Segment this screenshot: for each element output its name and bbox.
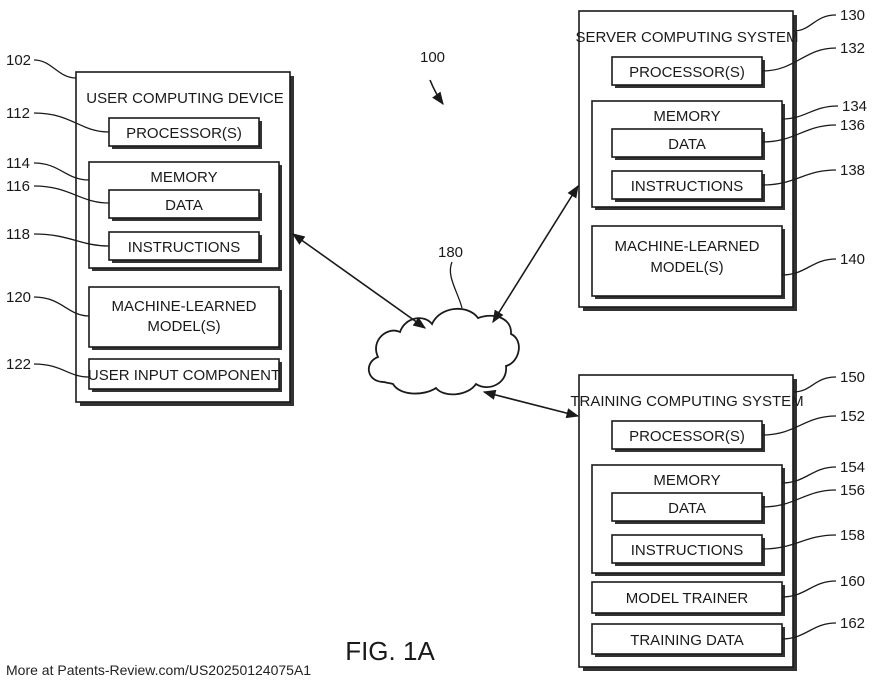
leader-160	[781, 580, 837, 598]
leader-102	[33, 59, 77, 79]
leader-118	[33, 233, 110, 247]
model-trainer-label: MODEL TRAINER	[626, 590, 749, 607]
ref-112: 112	[6, 105, 30, 122]
training-instructions-box	[611, 534, 765, 566]
ref-130: 130	[840, 7, 865, 24]
ref-122: 122	[6, 356, 31, 373]
server-instructions-label: INSTRUCTIONS	[631, 178, 744, 195]
leader-114	[33, 162, 90, 181]
leader-136	[761, 124, 837, 143]
user-data-label: DATA	[165, 197, 203, 214]
training-processor-label: PROCESSOR(S)	[629, 428, 745, 445]
leader-134	[781, 105, 839, 120]
training-memory-label: MEMORY	[653, 472, 720, 489]
server-data-box	[611, 128, 765, 160]
ref-150: 150	[840, 369, 865, 386]
server-processor-box	[611, 56, 765, 88]
leader-122	[33, 363, 90, 378]
ref-138: 138	[840, 162, 865, 179]
ref-102: 102	[6, 52, 31, 69]
ref-132: 132	[840, 40, 865, 57]
user-device-title: USER COMPUTING DEVICE	[86, 90, 284, 107]
ref-134: 134	[842, 98, 867, 115]
ref-162: 162	[840, 615, 865, 632]
user-instructions-box	[108, 231, 262, 263]
figure-caption: FIG. 1A	[345, 636, 435, 666]
training-instructions-label: INSTRUCTIONS	[631, 542, 744, 559]
ref-114: 114	[6, 155, 30, 172]
server-model-box	[591, 225, 785, 299]
user-instructions-label: INSTRUCTIONS	[128, 239, 241, 256]
training-data-box	[591, 623, 785, 657]
server-network-arrow	[492, 184, 579, 324]
ref-116: 116	[6, 178, 30, 195]
user-input-box	[88, 358, 282, 392]
footer-source-link[interactable]: More at Patents-Review.com/US20250124075…	[6, 662, 312, 678]
training-processor-box	[611, 420, 765, 452]
leader-lines	[33, 14, 839, 640]
training-title: TRAINING COMPUTING SYSTEM	[570, 393, 803, 410]
server-title: SERVER COMPUTING SYSTEM	[575, 29, 798, 46]
training-network-arrow	[482, 389, 580, 419]
leader-158	[761, 534, 837, 550]
leader-140	[781, 258, 837, 276]
ref-140: 140	[840, 251, 865, 268]
user-network-arrow	[291, 233, 427, 329]
user-model-box	[88, 286, 282, 350]
ref-136: 136	[840, 117, 865, 134]
user-input-label: USER INPUT COMPONENT	[88, 367, 280, 384]
leader-138	[761, 169, 837, 186]
training-data-inner-label: DATA	[668, 500, 706, 517]
ref-154: 154	[840, 459, 865, 476]
leader-152	[761, 415, 837, 436]
ref-118: 118	[6, 226, 30, 243]
server-model-label-line2: MODEL(S)	[650, 259, 723, 276]
leader-162	[781, 622, 837, 640]
ref-120: 120	[6, 289, 31, 306]
ref-158: 158	[840, 527, 865, 544]
leader-112	[33, 112, 110, 133]
user-memory-label: MEMORY	[150, 169, 217, 186]
ref-160: 160	[840, 573, 865, 590]
user-model-label-line1: MACHINE-LEARNED	[111, 298, 256, 315]
leader-150	[792, 376, 837, 393]
user-processor-label: PROCESSOR(S)	[126, 125, 242, 142]
leader-154	[781, 466, 837, 484]
ref-156: 156	[840, 482, 865, 499]
leader-120	[33, 296, 90, 317]
network-cloud	[368, 307, 520, 396]
ref-100: 100	[420, 49, 445, 66]
leader-116	[33, 185, 110, 204]
server-processor-label: PROCESSOR(S)	[629, 64, 745, 81]
user-data-box	[108, 189, 262, 221]
server-instructions-box	[611, 170, 765, 202]
user-model-label-line2: MODEL(S)	[147, 318, 220, 335]
server-data-label: DATA	[668, 136, 706, 153]
leader-180	[449, 261, 463, 309]
training-data-inner-box	[611, 492, 765, 524]
figure-pointer-arrow	[429, 79, 444, 106]
training-data-label: TRAINING DATA	[630, 632, 744, 649]
leader-130	[792, 14, 837, 32]
leader-156	[761, 489, 837, 508]
server-model-label-line1: MACHINE-LEARNED	[614, 238, 759, 255]
leader-132	[761, 47, 837, 72]
ref-180: 180	[438, 244, 463, 261]
server-memory-label: MEMORY	[653, 108, 720, 125]
ref-152: 152	[840, 408, 865, 425]
